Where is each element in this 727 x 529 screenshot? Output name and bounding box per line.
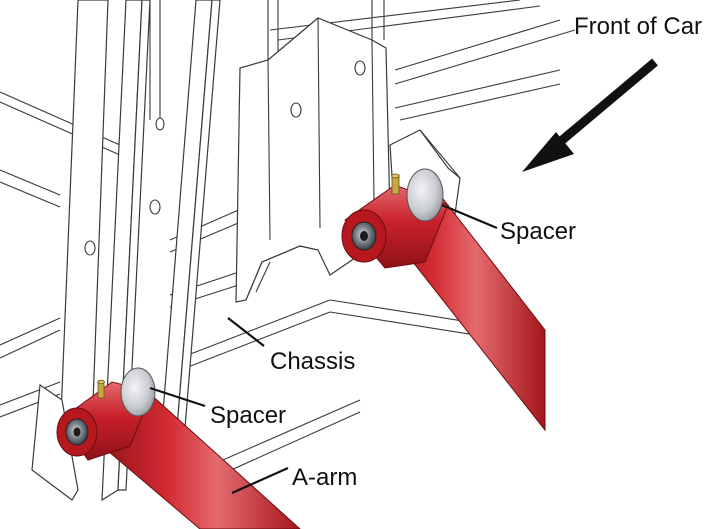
spacer-right-part xyxy=(406,168,444,222)
left-chassis-plates xyxy=(31,0,221,502)
chassis-label: Chassis xyxy=(270,348,355,375)
front-of-car-label: Front of Car xyxy=(574,13,702,40)
grease-fitting-left xyxy=(97,379,105,399)
grease-fitting-right xyxy=(391,173,400,195)
spacer-right-label: Spacer xyxy=(500,218,576,245)
a-arm-label: A-arm xyxy=(292,464,357,491)
spacer-left-label: Spacer xyxy=(210,402,286,429)
bushing-right xyxy=(341,209,387,263)
mounting-hole xyxy=(149,199,161,215)
leader-chassis xyxy=(227,317,265,347)
mounting-hole xyxy=(290,102,302,118)
mounting-hole xyxy=(155,117,165,131)
leader-a-arm xyxy=(231,466,289,495)
spacer-left-part xyxy=(120,367,156,417)
leader-spacer-left xyxy=(149,386,206,408)
bushing-left xyxy=(56,407,98,457)
mounting-hole xyxy=(84,240,96,256)
arrow-down-left-icon xyxy=(522,58,658,172)
leader-spacer-right xyxy=(441,203,498,230)
mounting-hole xyxy=(354,60,366,76)
